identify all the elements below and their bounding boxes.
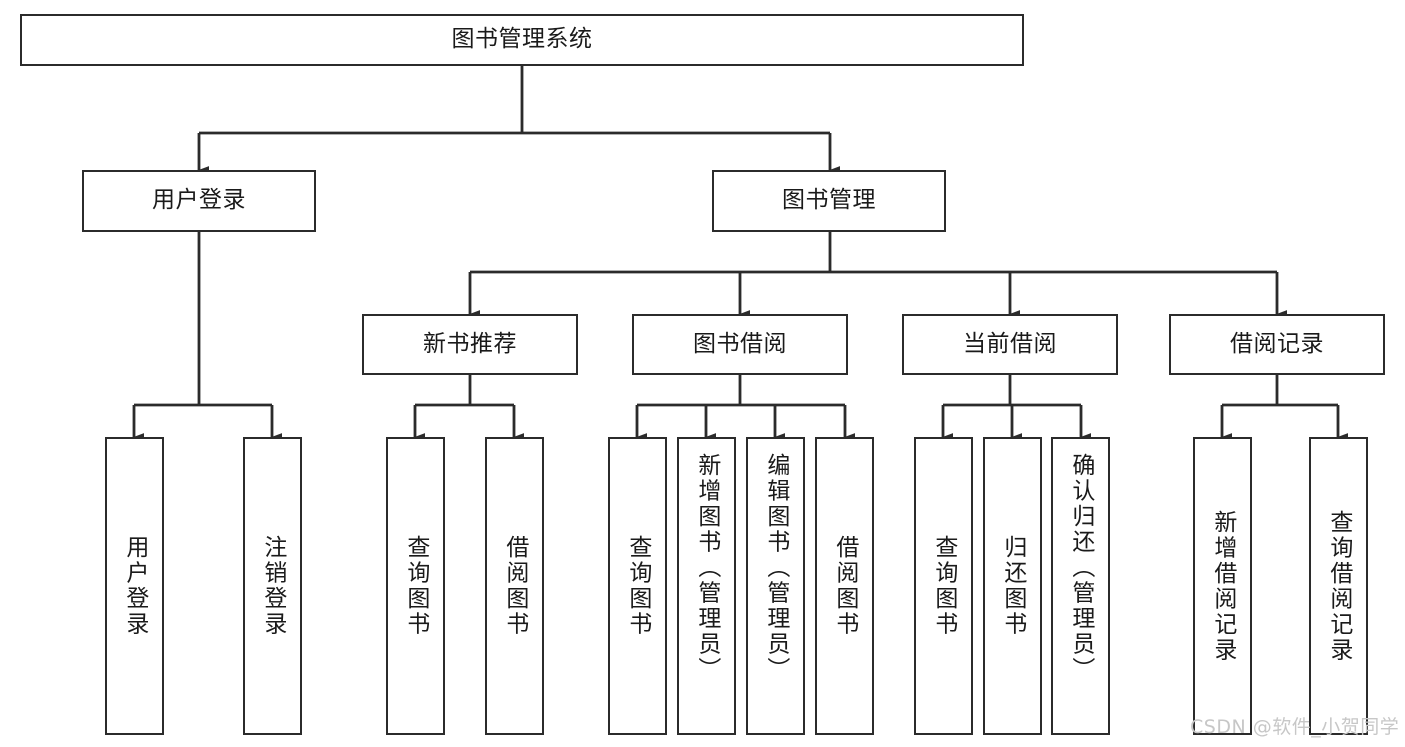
- leaf-user-login-signout[interactable]: 注销登录: [243, 437, 302, 735]
- leaf-borrow-borrow-book[interactable]: 借阅图书: [815, 437, 874, 735]
- node-label: 图书管理: [782, 187, 876, 214]
- node-user-login[interactable]: 用户登录: [82, 170, 316, 232]
- node-new-book-recommend[interactable]: 新书推荐: [362, 314, 578, 375]
- node-label: 图书借阅: [693, 330, 787, 357]
- node-label: 确认归还（管理员）: [1067, 453, 1094, 683]
- leaf-current-return-book[interactable]: 归还图书: [983, 437, 1042, 735]
- node-label: 编辑图书（管理员）: [762, 453, 789, 683]
- node-label: 查询图书: [930, 535, 957, 637]
- leaf-current-query-book[interactable]: 查询图书: [914, 437, 973, 735]
- leaf-record-query-record[interactable]: 查询借阅记录: [1309, 437, 1368, 735]
- node-label: 注销登录: [259, 535, 286, 637]
- node-label: 新书推荐: [423, 330, 517, 357]
- node-label: 用户登录: [152, 187, 246, 214]
- leaf-record-add-record[interactable]: 新增借阅记录: [1193, 437, 1252, 735]
- node-label: 归还图书: [999, 535, 1026, 637]
- node-label: 当前借阅: [963, 330, 1057, 357]
- leaf-borrow-edit-book-admin[interactable]: 编辑图书（管理员）: [746, 437, 805, 735]
- node-root-system[interactable]: 图书管理系统: [20, 14, 1024, 66]
- node-label: 查询借阅记录: [1325, 509, 1352, 663]
- leaf-borrow-query-book[interactable]: 查询图书: [608, 437, 667, 735]
- leaf-current-confirm-return-admin[interactable]: 确认归还（管理员）: [1051, 437, 1110, 735]
- node-label: 查询图书: [402, 535, 429, 637]
- node-label: 借阅图书: [501, 535, 528, 637]
- leaf-recommend-borrow-book[interactable]: 借阅图书: [485, 437, 544, 735]
- node-borrow-record[interactable]: 借阅记录: [1169, 314, 1385, 375]
- node-current-borrow[interactable]: 当前借阅: [902, 314, 1118, 375]
- node-label: 借阅记录: [1230, 330, 1324, 357]
- leaf-recommend-query-book[interactable]: 查询图书: [386, 437, 445, 735]
- node-label: 图书管理系统: [451, 26, 593, 53]
- leaf-borrow-add-book-admin[interactable]: 新增图书（管理员）: [677, 437, 736, 735]
- csdn-watermark: CSDN @软件_小贺同学: [1190, 716, 1400, 738]
- node-label: 用户登录: [121, 535, 148, 637]
- node-label: 新增借阅记录: [1209, 509, 1236, 663]
- node-book-borrow[interactable]: 图书借阅: [632, 314, 848, 375]
- node-label: 新增图书（管理员）: [693, 453, 720, 683]
- node-book-management[interactable]: 图书管理: [712, 170, 946, 232]
- node-label: 借阅图书: [831, 535, 858, 637]
- node-label: 查询图书: [624, 535, 651, 637]
- leaf-user-login-signin[interactable]: 用户登录: [105, 437, 164, 735]
